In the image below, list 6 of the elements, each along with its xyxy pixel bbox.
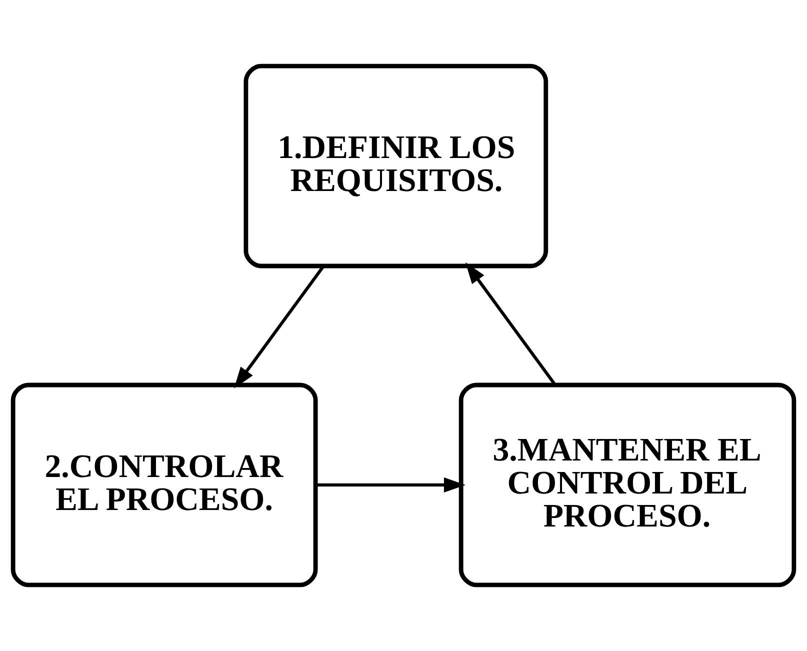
node-box: 1.DEFINIR LOS REQUISITOS. [244, 64, 548, 268]
arrow [465, 262, 556, 386]
node-box: 3.MANTENER EL CONTROL DEL PROCESO. [458, 382, 796, 588]
node-box: 2.CONTROLAR EL PROCESO. [10, 382, 318, 588]
arrow [234, 265, 325, 388]
arrow [316, 477, 466, 492]
